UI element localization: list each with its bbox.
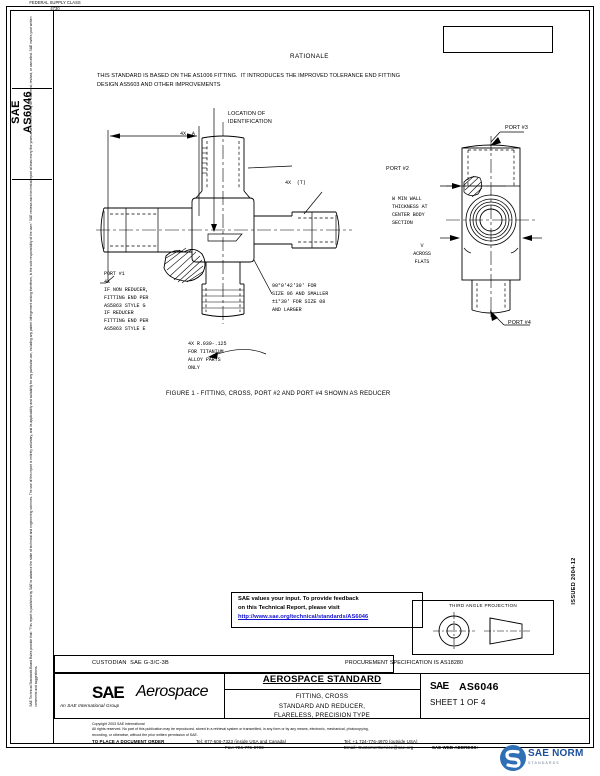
sae-logo-aerospace: Aerospace xyxy=(136,683,209,700)
sheet-number: SHEET 1 OF 4 xyxy=(430,698,486,707)
fsc-line1: FEDERAL SUPPLY CLASS xyxy=(29,0,81,5)
callout-port-4: PORT #4 xyxy=(508,320,531,326)
feedback-line-2: on this Technical Report, please visit xyxy=(238,605,340,611)
figure-caption: FIGURE 1 - FITTING, CROSS, PORT #2 AND P… xyxy=(166,391,391,397)
callout-angle-tolerance-note: 90°0'42'30' FOR SIZE 06 AND SMALLER ±1°3… xyxy=(272,283,329,313)
order-email[interactable]: Email: CustomerService@sae.org xyxy=(344,745,414,750)
issued-date-label: ISSUED 2004-12 xyxy=(571,557,577,605)
callout-radius-titanium-note: 4X R.030-.125 FOR TITANIUM ALLOY PARTS O… xyxy=(188,341,227,371)
copyright-legal-text: Copyright 2003 SAE International All rig… xyxy=(92,722,369,737)
third-angle-projection-box xyxy=(412,600,554,655)
rationale-body-text: THIS STANDARD IS BASED ON THE AS1006 FIT… xyxy=(97,73,401,88)
cross-fitting-front-view xyxy=(96,108,352,359)
federal-supply-class-text: FEDERAL SUPPLY CLASS 4730 xyxy=(0,0,110,13)
title-block-divider-2 xyxy=(420,673,421,719)
order-tel-intl: Tel: +1 724-776-4970 (outside USA) xyxy=(344,739,418,744)
sae-disclaimer-text: SAE Technical Standards Board Rules prov… xyxy=(29,16,38,707)
third-angle-projection-symbol xyxy=(433,612,530,650)
callout-port-2: PORT #2 xyxy=(386,166,409,172)
sae-norm-subtitle: STANDARDS xyxy=(528,761,560,765)
custodian-label: CUSTODIAN SAE G-3/C-3B xyxy=(92,660,169,666)
order-label: TO PLACE A DOCUMENT ORDER xyxy=(92,739,165,744)
order-tel-usa: Tel: 877-606-7323 (inside USA and Canada… xyxy=(196,739,287,744)
callout-across-flats-note: V ACROSS FLATS xyxy=(413,243,431,265)
side-doc-tab-box xyxy=(12,88,52,180)
fsc-line2: 4730 xyxy=(50,6,60,12)
callout-wall-thickness-note: W MIN WALL THICKNESS AT CENTER BODY SECT… xyxy=(392,196,428,226)
feedback-line-1: SAE values your input. To provide feedba… xyxy=(238,596,359,602)
rationale-heading: RATIONALE xyxy=(290,53,329,60)
callout-port-3: PORT #3 xyxy=(505,125,528,131)
sae-logo-bold: SAE xyxy=(92,683,125,702)
third-angle-projection-title: THIRD ANGLE PROJECTION xyxy=(448,603,518,608)
federal-supply-class-box xyxy=(443,26,553,53)
feedback-url-link[interactable]: http://www.sae.org/technical/standards/A… xyxy=(238,614,369,620)
cross-fitting-side-view xyxy=(440,131,542,326)
left-disclaimer-strip xyxy=(10,10,54,744)
feedback-box xyxy=(231,592,423,628)
callout-dim-4x-a: 4X A xyxy=(180,131,195,137)
procurement-spec-label: PROCUREMENT SPECIFICATION IS AS18280 xyxy=(345,660,464,666)
document-number: AS6046 xyxy=(459,681,499,693)
sae-norm-brand: SAE NORM xyxy=(528,748,584,759)
aerospace-standard-title: AEROSPACE STANDARD xyxy=(262,674,382,685)
sae-norm-logo-icon xyxy=(500,745,526,771)
callout-port-1-note: PORT #1 4X IF NON REDUCER, FITTING END P… xyxy=(104,271,149,333)
aerospace-standard-subtitle: FITTING, CROSS STANDARD AND REDUCER, FLA… xyxy=(273,693,370,720)
sheet-outer-border xyxy=(6,6,594,748)
title-block-divider-1 xyxy=(224,673,225,719)
title-block xyxy=(54,673,590,719)
order-fax: Fax: 724-776-0790 xyxy=(225,745,264,750)
custodian-row xyxy=(54,655,394,673)
sae-logo-subtitle: An SAE International Group xyxy=(60,703,120,708)
callout-dim-4x-t: 4X (T) xyxy=(285,180,306,186)
title-block-divider-3 xyxy=(224,689,420,690)
order-web-label: SAE WEB ADDRESS: xyxy=(432,745,479,750)
callout-location-of-identification: LOCATION OF IDENTIFICATION xyxy=(228,111,272,126)
sae-mark-small: SAE xyxy=(430,681,449,692)
